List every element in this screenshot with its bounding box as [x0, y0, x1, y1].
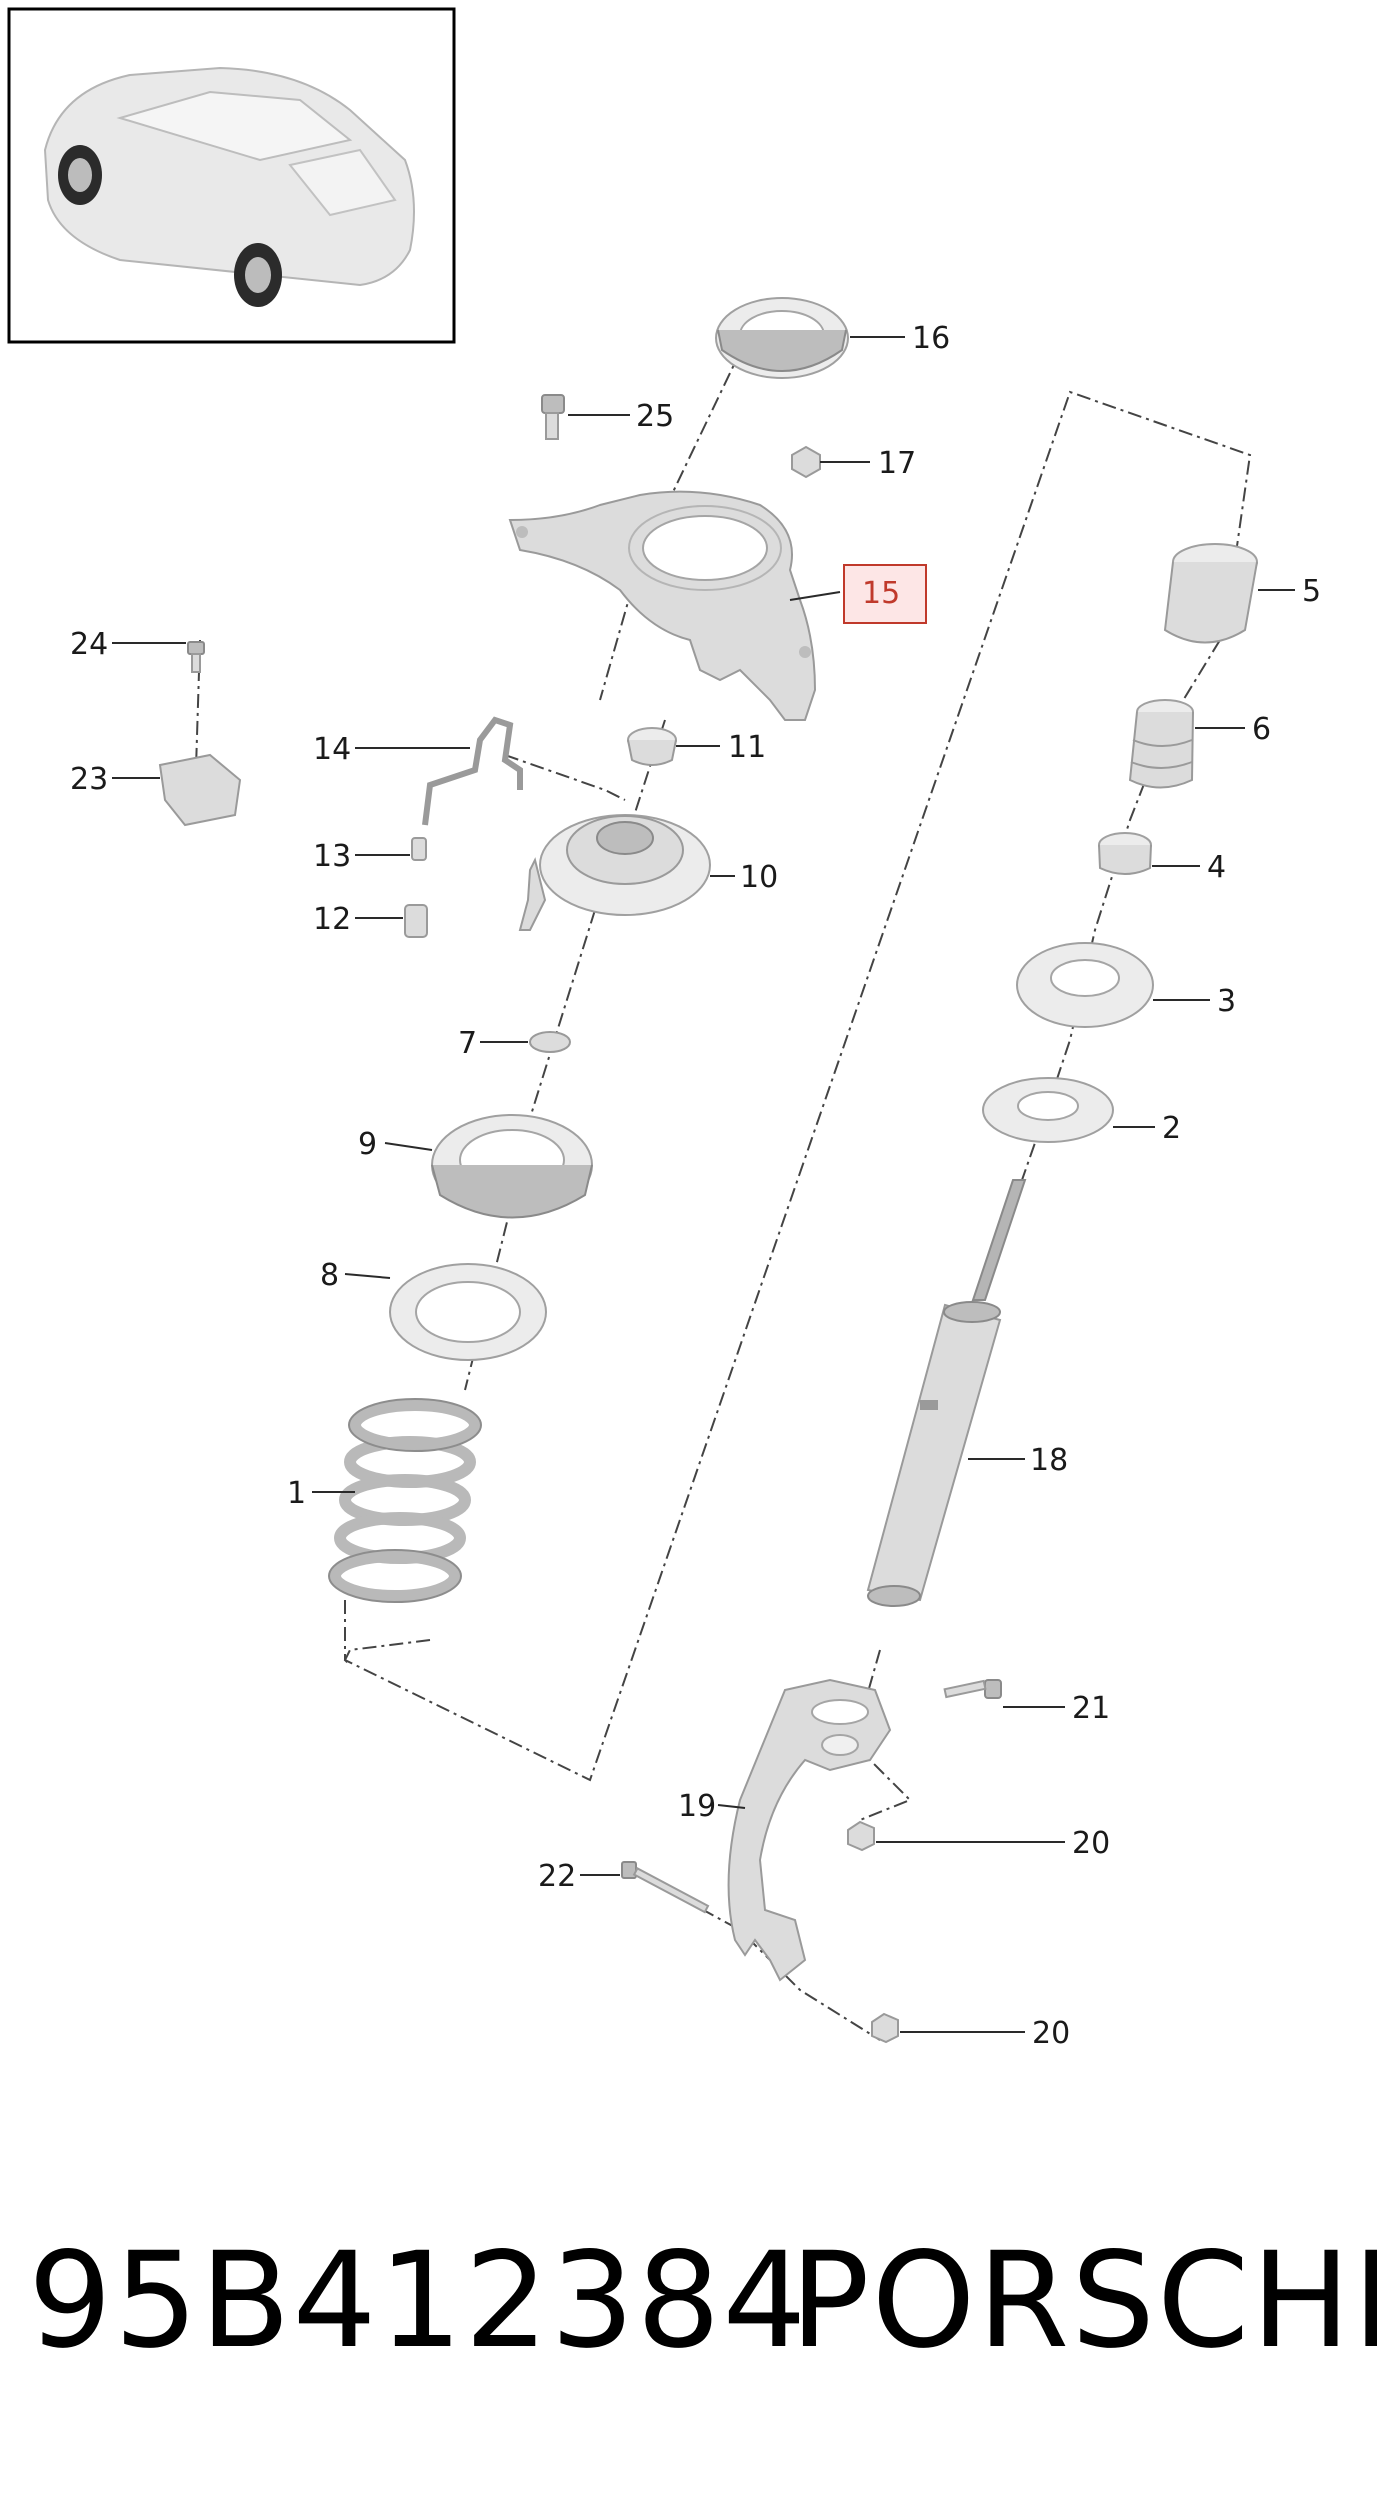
part-21-bolt — [943, 1679, 1002, 1699]
part-19-lower-fork — [727, 1678, 892, 1982]
part-3-seat-plate — [1016, 942, 1154, 1028]
part-23-bracket — [158, 753, 242, 827]
part-16-upper-ring — [715, 297, 849, 379]
part-4-bushing — [1098, 832, 1152, 875]
callout-2: 2 — [1162, 1111, 1181, 1146]
part-2-washer — [982, 1077, 1114, 1143]
callout-9: 9 — [358, 1127, 377, 1162]
part-9-spring-seat — [431, 1114, 593, 1219]
callout-3: 3 — [1217, 984, 1236, 1019]
vehicle-thumbnail — [7, 7, 456, 344]
callout-25: 25 — [636, 399, 674, 434]
part-24-bolt — [187, 641, 205, 673]
callout-12: 12 — [313, 902, 351, 937]
part-6-bumper — [1128, 699, 1194, 789]
callout-18: 18 — [1030, 1443, 1068, 1478]
callout-20-lower: 20 — [1032, 2016, 1070, 2051]
part-1-coil-spring — [328, 1398, 482, 1603]
callout-16: 16 — [912, 321, 950, 356]
callout-5: 5 — [1302, 574, 1321, 609]
callout-14: 14 — [313, 732, 351, 767]
part-18-shock-absorber — [866, 1179, 1027, 1607]
part-12-sensor — [404, 904, 428, 938]
part-10-sensor-bracket — [518, 814, 711, 931]
brand-name: PORSCHE — [790, 2224, 1377, 2378]
part-8-spring-pad — [389, 1263, 547, 1361]
callout-20-upper: 20 — [1072, 1826, 1110, 1861]
callout-15-highlight-box — [843, 564, 927, 624]
callout-22: 22 — [538, 1859, 576, 1894]
callout-23: 23 — [70, 762, 108, 797]
callout-8: 8 — [320, 1258, 339, 1293]
callout-24: 24 — [70, 627, 108, 662]
callout-21: 21 — [1072, 1691, 1110, 1726]
part-17-nut — [791, 445, 821, 479]
part-number: 95B412384 — [28, 2224, 809, 2378]
callout-13: 13 — [313, 839, 351, 874]
footer: 95B412384 PORSCHE — [0, 2235, 1377, 2405]
part-7-bushing — [529, 1031, 571, 1053]
part-22-bolt — [621, 1861, 710, 1914]
callout-4: 4 — [1207, 850, 1226, 885]
part-20-nut-lower — [871, 2012, 899, 2044]
callout-10: 10 — [740, 860, 778, 895]
part-11-bushing — [627, 727, 677, 766]
part-20-nut-upper — [847, 1820, 875, 1852]
part-25-bolt — [541, 394, 565, 440]
part-13-pin — [411, 837, 427, 861]
callout-labels: 16 25 17 15 11 10 14 13 12 24 23 7 9 8 1… — [70, 321, 1321, 2051]
callout-19: 19 — [678, 1789, 716, 1824]
part-5-bump-stop — [1163, 543, 1258, 644]
callout-15[interactable]: 15 — [862, 576, 900, 611]
callout-1: 1 — [287, 1476, 306, 1511]
part-15-mount-bracket — [508, 490, 817, 721]
part-14-wire — [422, 716, 523, 826]
callout-6: 6 — [1252, 712, 1271, 747]
callout-11: 11 — [728, 730, 766, 765]
callout-7: 7 — [458, 1026, 477, 1061]
leader-lines — [112, 336, 1295, 2033]
callout-17: 17 — [878, 446, 916, 481]
